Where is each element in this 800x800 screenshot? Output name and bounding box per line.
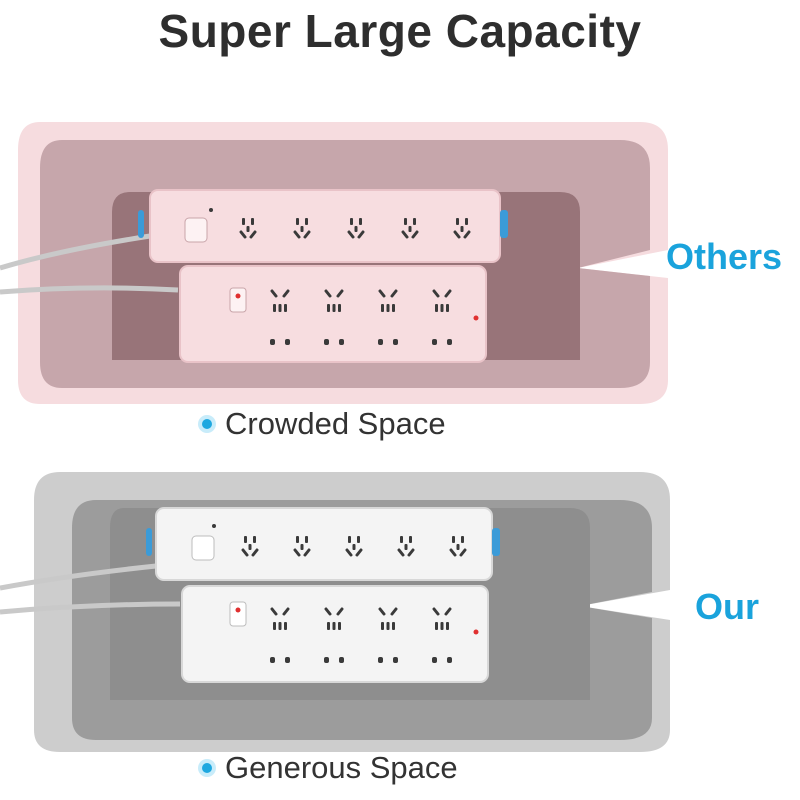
power-strip-lower [181, 585, 489, 683]
power-strip-upper [146, 507, 500, 581]
bullet-dot-icon [202, 763, 212, 773]
others-cable-box [0, 122, 668, 404]
page-title: Super Large Capacity [158, 5, 642, 57]
power-strip-lower [179, 265, 487, 363]
crowded-space-caption: Crowded Space [202, 406, 446, 442]
generous-space-caption: Generous Space [202, 750, 458, 786]
our-label: Our [695, 586, 760, 627]
our-cable-box [0, 472, 670, 752]
caption-text: Generous Space [225, 750, 458, 785]
others-label: Others [666, 236, 783, 277]
power-strip-upper [138, 189, 508, 263]
bullet-dot-icon [202, 419, 212, 429]
caption-text: Crowded Space [225, 406, 446, 441]
